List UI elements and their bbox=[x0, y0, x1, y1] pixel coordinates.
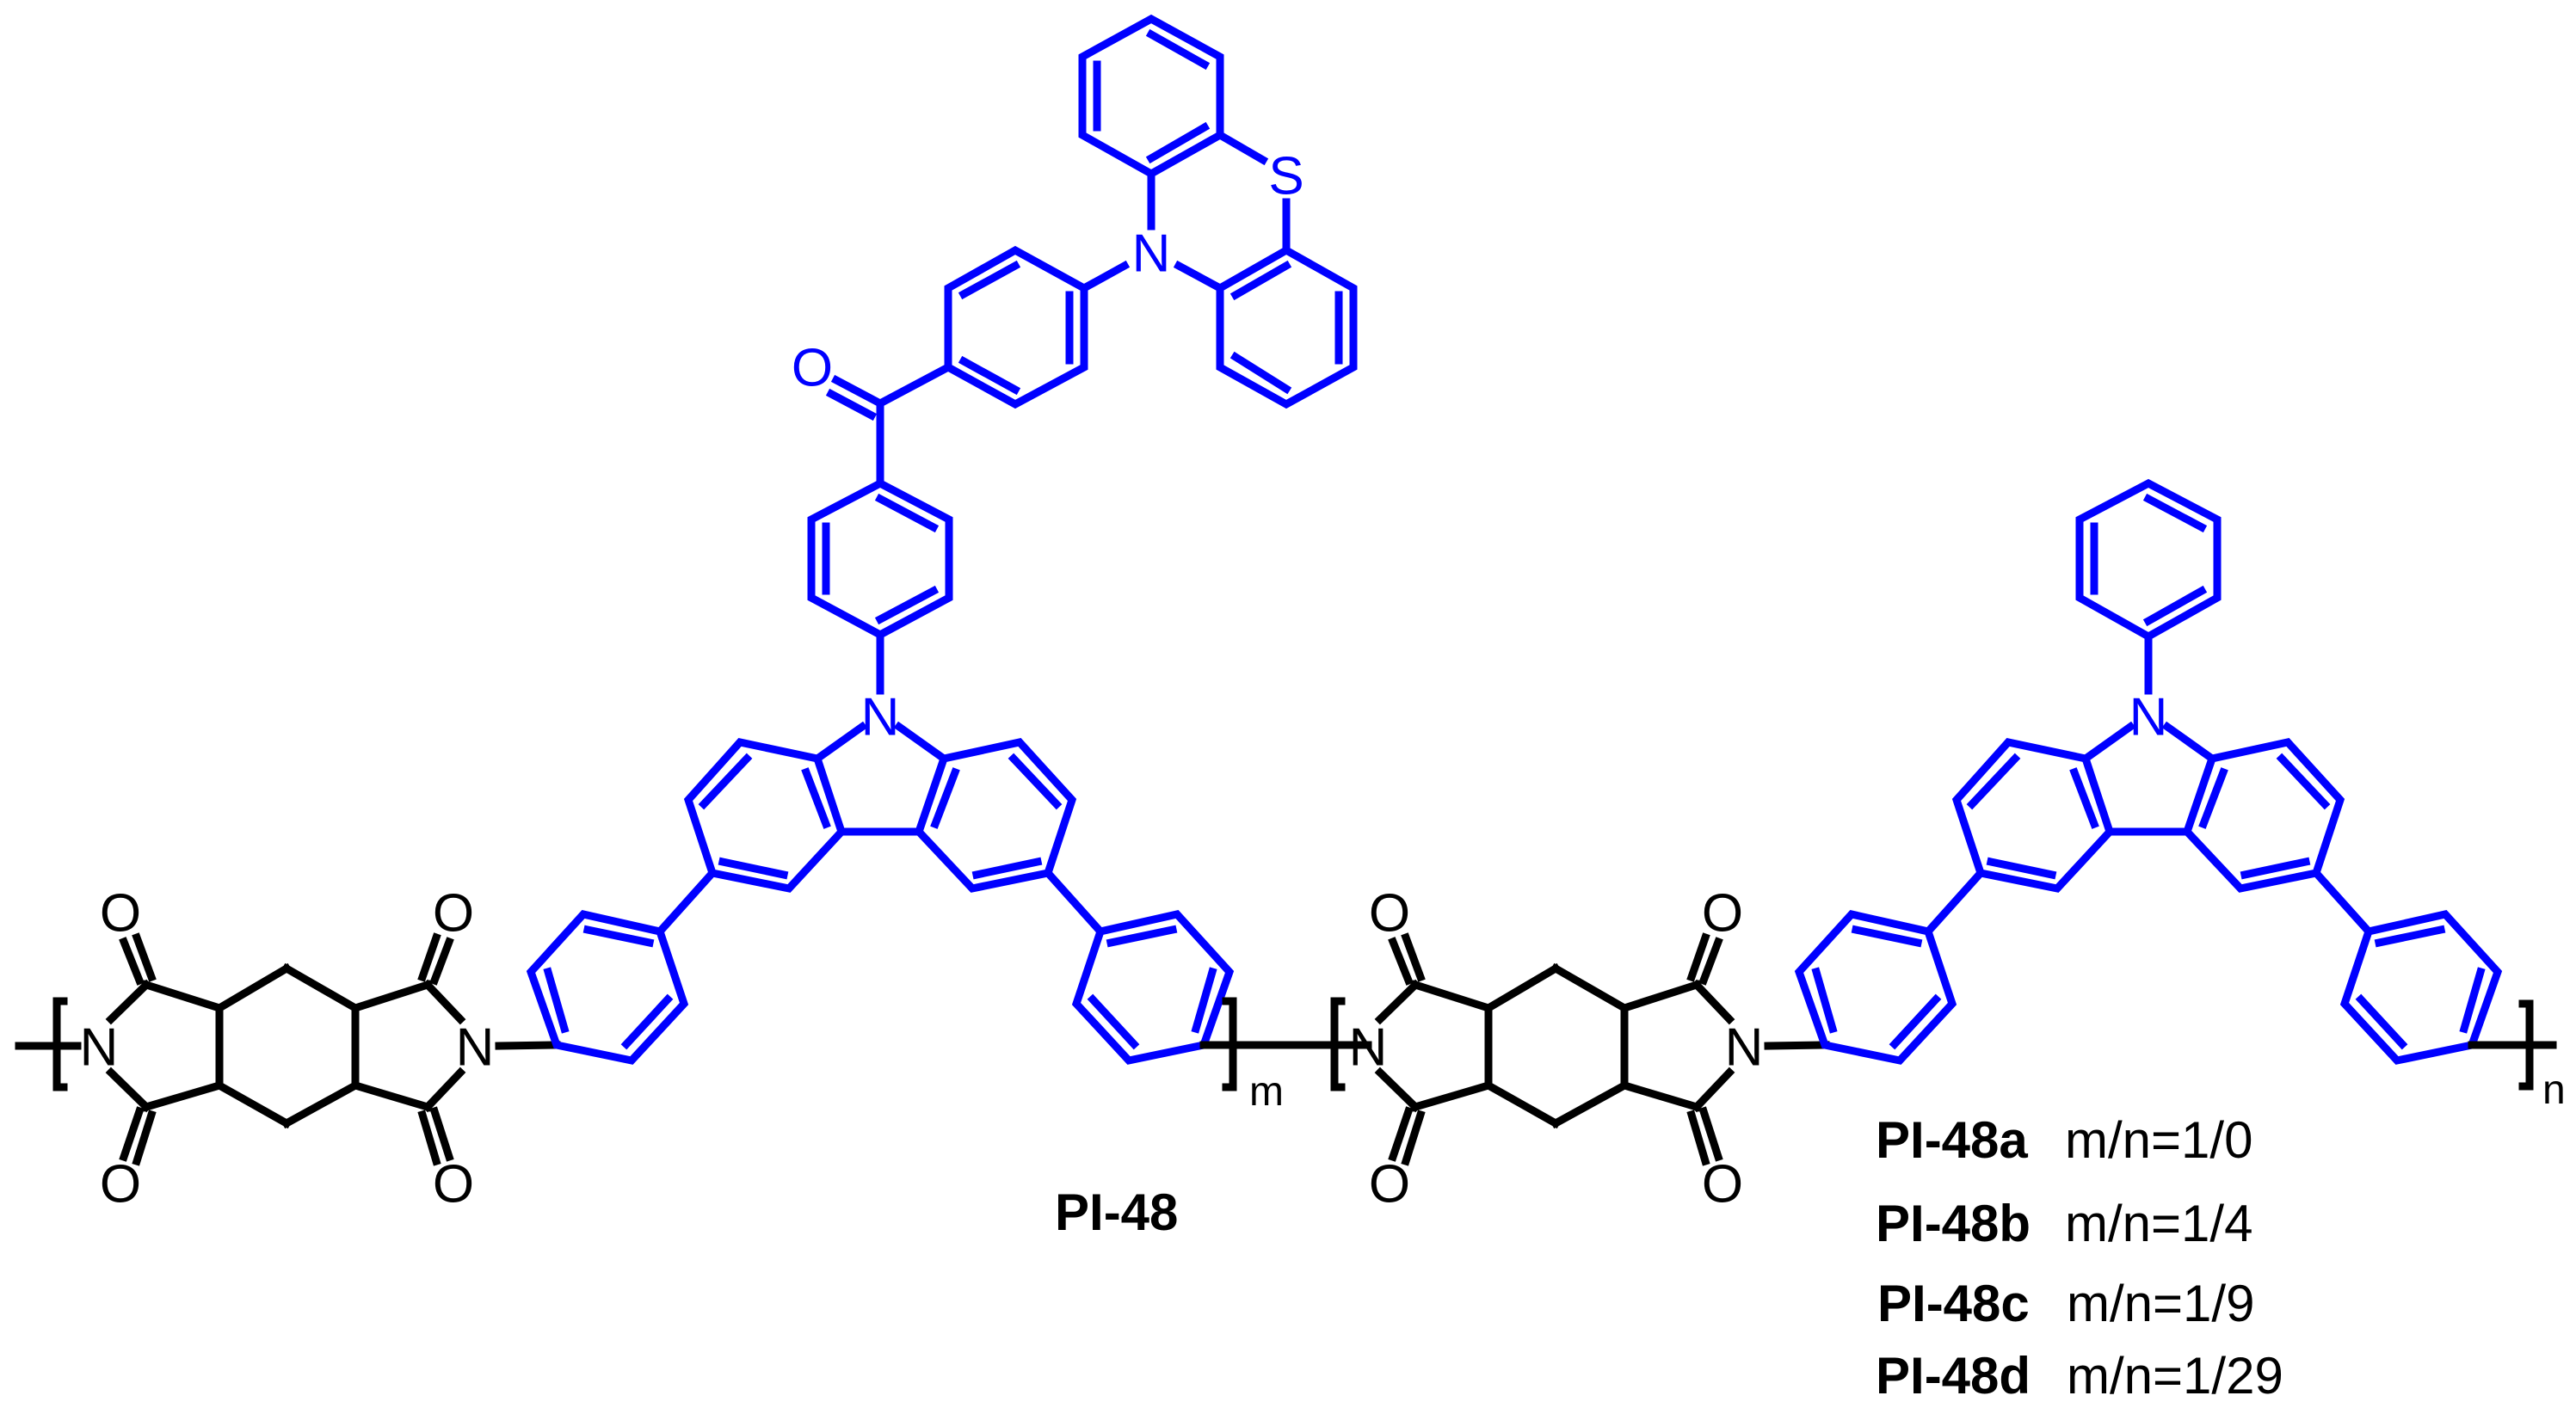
variant-legend: PI-48a m/n=1/0 PI-48b m/n=1/4 PI-48c m/n… bbox=[1876, 1111, 2283, 1405]
atom-n: N bbox=[861, 688, 900, 747]
atom-o: O bbox=[1369, 1155, 1410, 1214]
bracket-close-n bbox=[2518, 999, 2534, 1091]
variant-ratio: m/n=1/29 bbox=[2067, 1347, 2283, 1405]
atom-o: O bbox=[100, 1155, 141, 1214]
bracket-open-m bbox=[52, 997, 68, 1091]
atom-n: N bbox=[1349, 1018, 1388, 1078]
phenylcarbazole-unit: N bbox=[1794, 478, 2503, 1065]
atom-o: O bbox=[1702, 884, 1743, 944]
imide-unit-n: N N O O O O bbox=[1330, 884, 1830, 1214]
atom-n: N bbox=[80, 1018, 119, 1078]
atom-n: N bbox=[456, 1018, 495, 1078]
variant-name: PI-48c bbox=[1877, 1275, 2030, 1332]
bracket-open-n bbox=[1330, 997, 1346, 1091]
atom-n: N bbox=[1725, 1018, 1764, 1078]
variant-name: PI-48b bbox=[1876, 1195, 2031, 1252]
compound-label: PI-48 bbox=[1055, 1183, 1178, 1241]
subscript-m: m bbox=[1249, 1069, 1284, 1115]
variant-ratio: m/n=1/9 bbox=[2067, 1275, 2254, 1332]
atom-n: N bbox=[1132, 224, 1171, 284]
bracket-close-m bbox=[1222, 997, 1237, 1091]
atom-o: O bbox=[1369, 884, 1410, 944]
variant-ratio: m/n=1/0 bbox=[2065, 1111, 2252, 1169]
imide-unit-m: N N O O O O bbox=[15, 884, 561, 1214]
atom-o: O bbox=[433, 884, 474, 944]
variant-ratio: m/n=1/4 bbox=[2065, 1195, 2252, 1252]
atom-o: O bbox=[100, 884, 141, 944]
variant-name: PI-48a bbox=[1876, 1111, 2028, 1169]
atom-s: S bbox=[1268, 147, 1303, 206]
atom-o: O bbox=[792, 339, 833, 398]
atom-n: N bbox=[2129, 688, 2168, 747]
atom-o: O bbox=[1702, 1155, 1743, 1214]
carbazole-phenothiazine-unit: N O N S bbox=[526, 14, 1358, 1065]
atom-o: O bbox=[433, 1155, 474, 1214]
variant-name: PI-48d bbox=[1876, 1347, 2031, 1405]
subscript-n: n bbox=[2542, 1067, 2566, 1113]
